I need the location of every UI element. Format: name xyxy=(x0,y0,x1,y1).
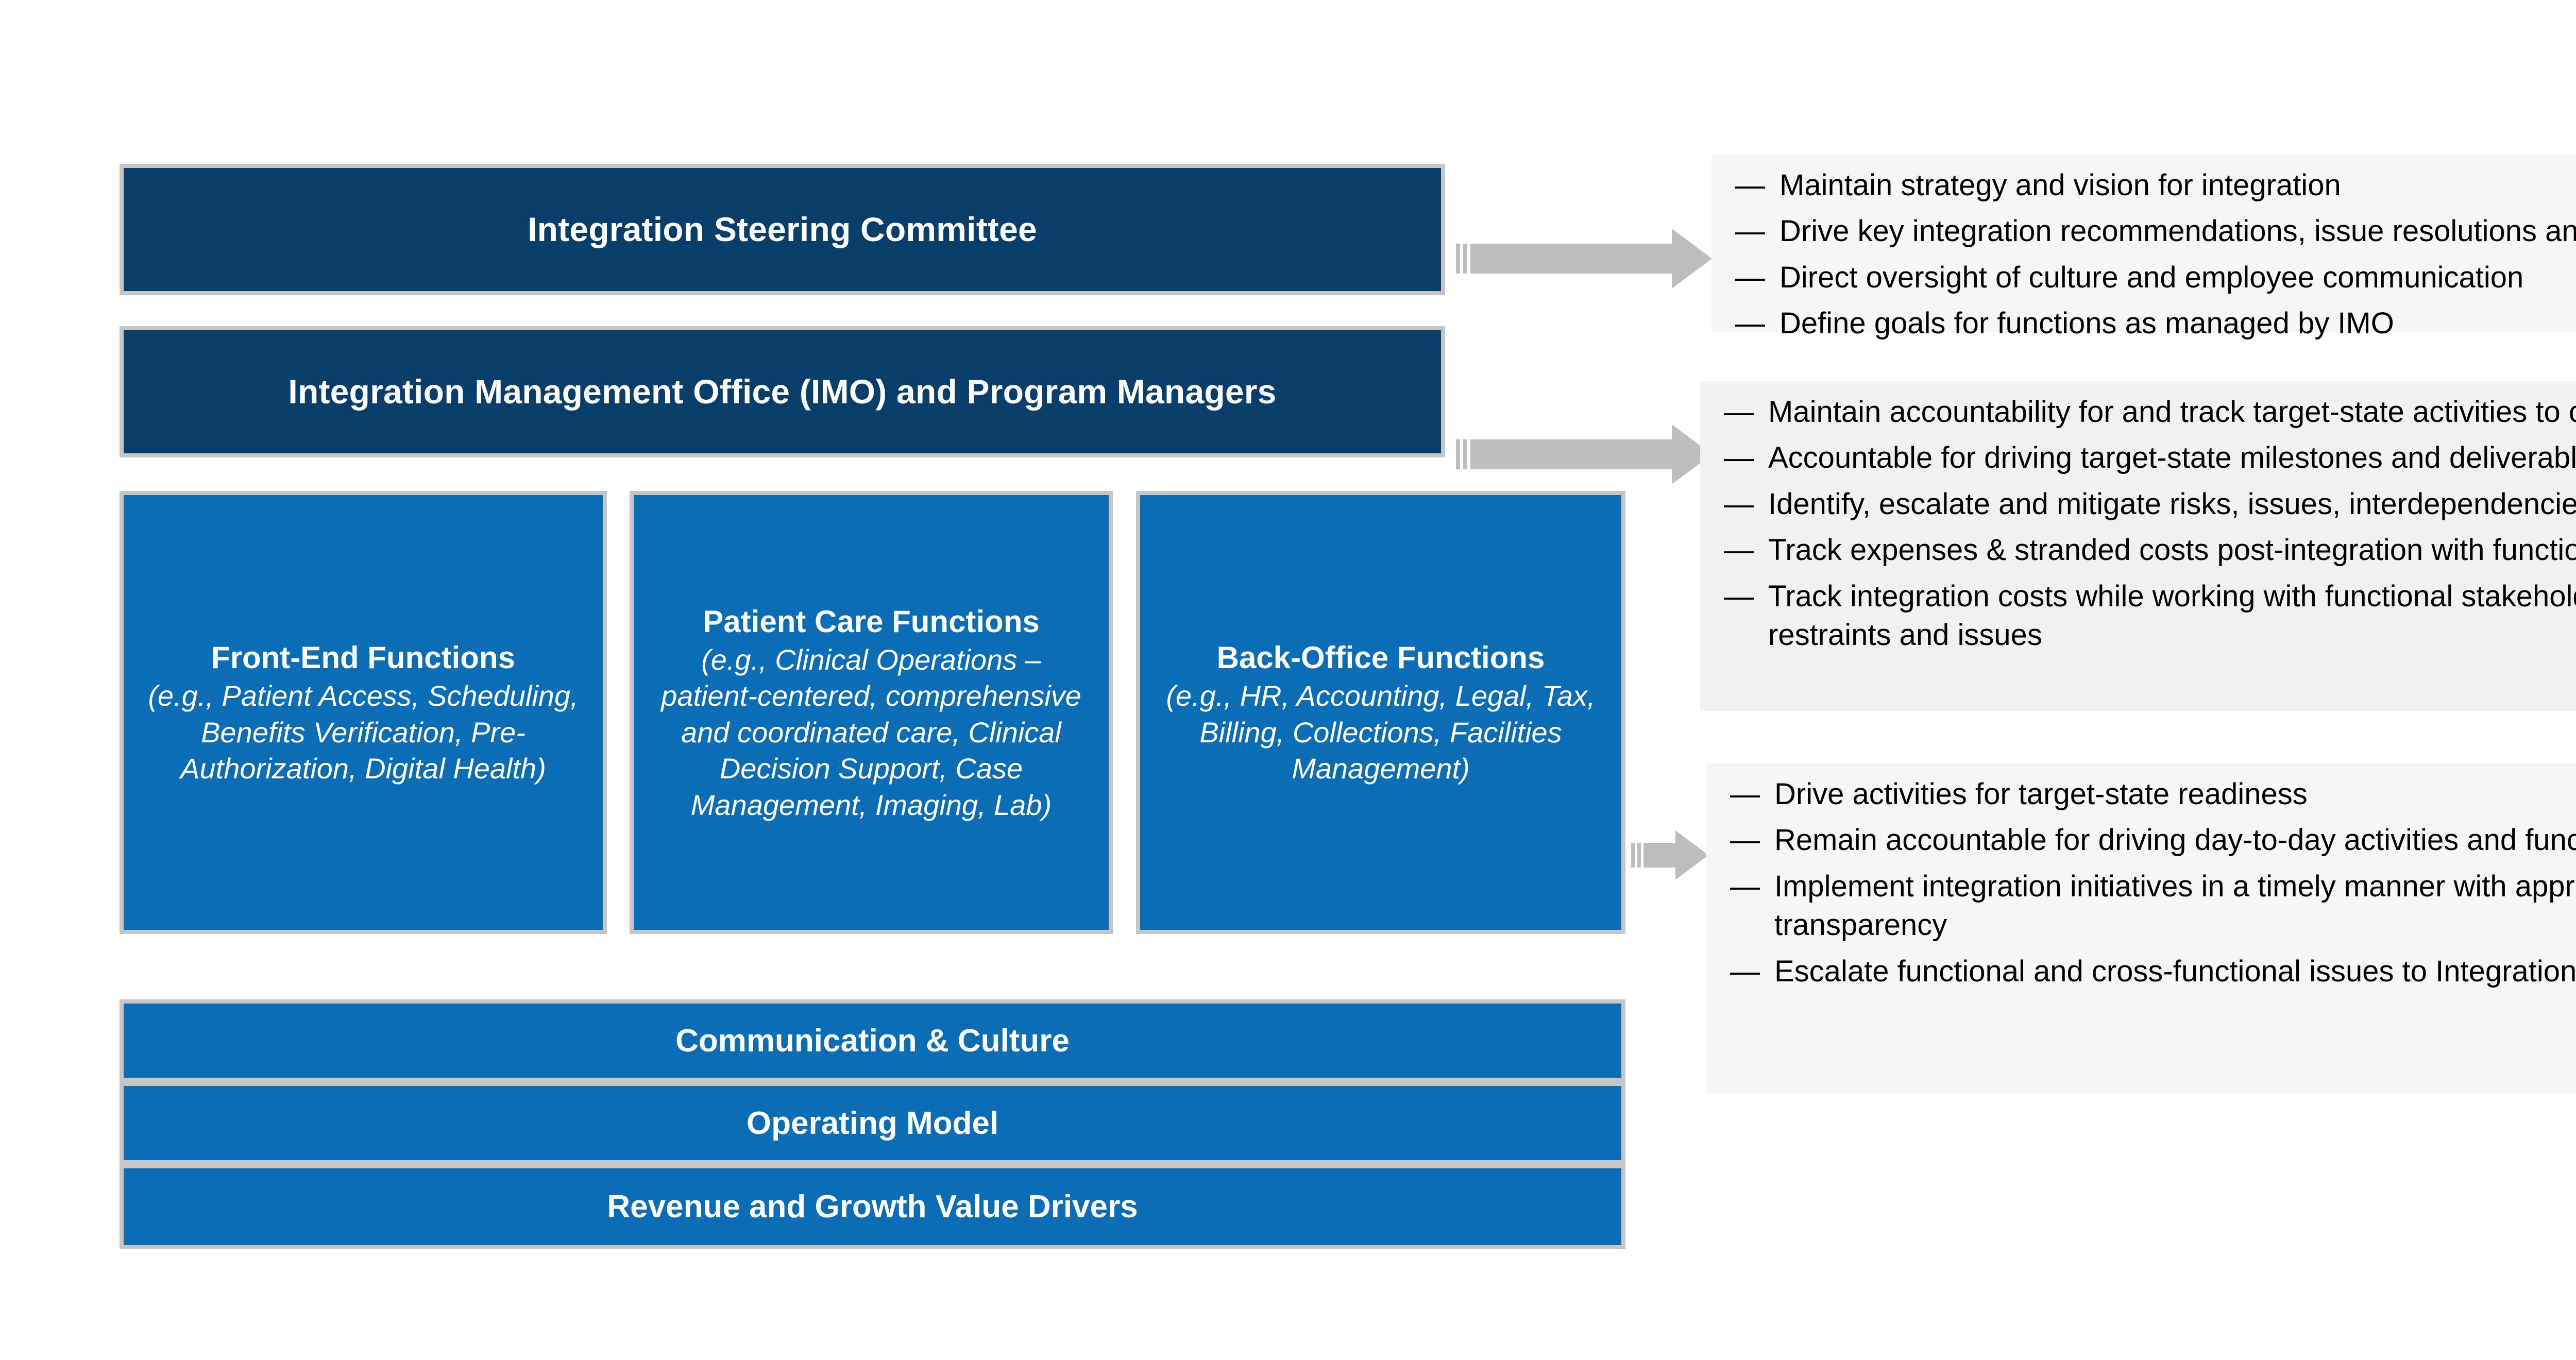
bullet-text: Drive activities for target-state readin… xyxy=(1774,777,2308,811)
bullet-text: Maintain strategy and vision for integra… xyxy=(1780,168,2341,202)
list-item: — Escalate functional and cross-function… xyxy=(1730,952,2576,991)
revenue-and-growth-value-drivers-bar[interactable]: Revenue and Growth Value Drivers xyxy=(120,1164,1625,1249)
list-item: — Maintain accountability for and track … xyxy=(1724,393,2576,431)
list-item: — Remain accountable for driving day-to-… xyxy=(1730,821,2576,859)
steering-committee-label: Integration Steering Committee xyxy=(528,210,1037,248)
arrow-tail-line-2 xyxy=(1637,843,1641,868)
arrow-tail-line-1 xyxy=(1456,439,1460,469)
list-item: — Track expenses & stranded costs post-i… xyxy=(1724,531,2576,569)
functional-responsibilities-panel: — Drive activities for target-state read… xyxy=(1706,763,2576,1093)
list-item: — Identify, escalate and mitigate risks,… xyxy=(1724,485,2576,523)
front-end-functions-box[interactable]: Front-End Functions (e.g., Patient Acces… xyxy=(120,491,607,934)
bullet-dash-icon: — xyxy=(1724,395,1754,429)
bullet-text: Track integration costs while working wi… xyxy=(1768,579,2576,652)
list-item: — Maintain strategy and vision for integ… xyxy=(1735,166,2576,205)
bullet-text: Drive key integration recommendations, i… xyxy=(1780,214,2576,248)
bullet-text: Implement integration initiatives in a t… xyxy=(1774,869,2576,942)
arrow-shaft xyxy=(1470,439,1672,469)
arrow-head xyxy=(1672,229,1712,288)
imo-label: Integration Management Office (IMO) and … xyxy=(288,372,1277,411)
steering-committee-responsibilities-panel: — Maintain strategy and vision for integ… xyxy=(1711,155,2576,340)
arrow-tail-line-1 xyxy=(1631,843,1635,868)
list-item: — Direct oversight of culture and employ… xyxy=(1735,258,2576,297)
back-office-functions-examples: (e.g., HR, Accounting, Legal, Tax, Billi… xyxy=(1166,679,1596,785)
arrow-head xyxy=(1675,830,1708,880)
bullet-dash-icon: — xyxy=(1730,954,1760,988)
bullet-text: Escalate functional and cross-functional… xyxy=(1774,954,2576,988)
bullet-dash-icon: — xyxy=(1724,533,1754,567)
patient-care-functions-examples: (e.g., Clinical Operations – patient-cen… xyxy=(661,643,1081,821)
arrow-shaft xyxy=(1470,244,1672,274)
arrow-tail-line-1 xyxy=(1456,244,1460,274)
bullet-dash-icon: — xyxy=(1735,307,1765,341)
list-item: — Drive key integration recommendations,… xyxy=(1735,212,2576,250)
bullet-text: Remain accountable for driving day-to-da… xyxy=(1774,823,2576,857)
bullet-dash-icon: — xyxy=(1724,441,1754,475)
list-item: — Drive activities for target-state read… xyxy=(1730,775,2576,813)
patient-care-box-inner: Patient Care Functions (e.g., Clinical O… xyxy=(634,602,1109,824)
imo-responsibilities-panel: — Maintain accountability for and track … xyxy=(1700,381,2576,711)
bullet-text: Accountable for driving target-state mil… xyxy=(1768,441,2576,475)
bullet-text: Maintain accountability for and track ta… xyxy=(1768,395,2576,429)
patient-care-functions-title: Patient Care Functions xyxy=(703,604,1040,639)
patient-care-functions-box[interactable]: Patient Care Functions (e.g., Clinical O… xyxy=(630,491,1113,934)
integration-management-office-box[interactable]: Integration Management Office (IMO) and … xyxy=(120,326,1445,457)
list-item: — Track integration costs while working … xyxy=(1724,577,2576,655)
bullet-text: Define goals for functions as managed by… xyxy=(1780,307,2394,341)
back-office-box-inner: Back-Office Functions (e.g., HR, Account… xyxy=(1140,638,1621,787)
bullet-dash-icon: — xyxy=(1735,168,1765,202)
front-end-functions-examples: (e.g., Patient Access, Scheduling, Benef… xyxy=(148,679,579,785)
communication-and-culture-bar[interactable]: Communication & Culture xyxy=(120,999,1625,1082)
bullet-text: Direct oversight of culture and employee… xyxy=(1780,260,2524,294)
bullet-dash-icon: — xyxy=(1730,869,1760,903)
arrow-tail-line-2 xyxy=(1463,439,1467,469)
bullet-dash-icon: — xyxy=(1724,579,1754,613)
bullet-dash-icon: — xyxy=(1735,260,1765,294)
front-end-box-inner: Front-End Functions (e.g., Patient Acces… xyxy=(124,638,603,787)
list-item: — Accountable for driving target-state m… xyxy=(1724,438,2576,477)
operating-model-bar[interactable]: Operating Model xyxy=(120,1082,1625,1164)
front-end-functions-title: Front-End Functions xyxy=(211,640,515,675)
steering-box-inner: Integration Steering Committee xyxy=(507,208,1058,252)
bullet-text: Track expenses & stranded costs post-int… xyxy=(1768,533,2576,567)
right-arrow-icon-functions xyxy=(1631,828,1724,890)
integration-steering-committee-box[interactable]: Integration Steering Committee xyxy=(120,164,1445,295)
list-item: — Define goals for functions as managed … xyxy=(1735,304,2576,343)
arrow-shaft xyxy=(1643,843,1675,868)
bullet-dash-icon: — xyxy=(1730,823,1760,857)
list-item: — Implement integration initiatives in a… xyxy=(1730,867,2576,945)
bullet-dash-icon: — xyxy=(1735,214,1765,248)
operating-model-label: Operating Model xyxy=(746,1105,999,1141)
right-arrow-icon-steering xyxy=(1456,223,1712,295)
bullet-text: Identify, escalate and mitigate risks, i… xyxy=(1768,487,2576,521)
communication-and-culture-label: Communication & Culture xyxy=(675,1023,1070,1059)
imo-box-inner: Integration Management Office (IMO) and … xyxy=(267,370,1297,414)
bullet-dash-icon: — xyxy=(1730,777,1760,811)
back-office-functions-box[interactable]: Back-Office Functions (e.g., HR, Account… xyxy=(1136,491,1625,934)
revenue-and-growth-value-drivers-label: Revenue and Growth Value Drivers xyxy=(607,1189,1138,1225)
bullet-dash-icon: — xyxy=(1724,487,1754,521)
right-arrow-icon-imo xyxy=(1456,418,1712,490)
arrow-tail-line-2 xyxy=(1463,244,1467,274)
back-office-functions-title: Back-Office Functions xyxy=(1216,640,1545,675)
